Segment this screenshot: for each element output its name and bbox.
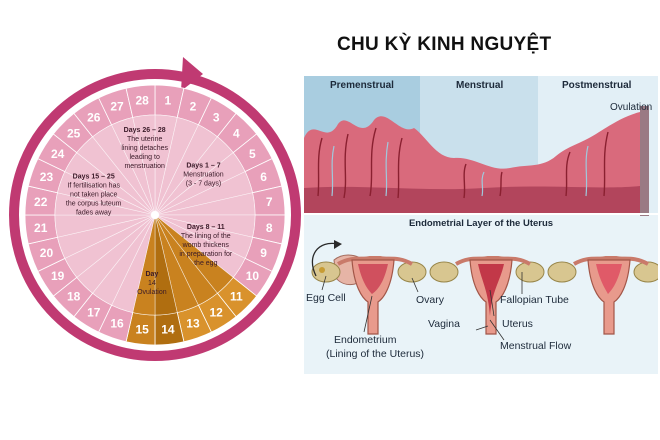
label-fallopian-tube: Fallopian Tube: [500, 294, 569, 306]
outer-ring: [9, 69, 301, 361]
label-endometrium: Endometrium: [334, 334, 397, 346]
header-premenstrual: Premenstrual: [330, 80, 394, 91]
phase-line: Menstruation: [183, 171, 224, 178]
day-number: 5: [249, 147, 256, 161]
day-number: 28: [135, 94, 149, 108]
phase-text-p4: Days 15 – 25 If fertilisation has not take…: [66, 174, 122, 217]
day-number: 16: [110, 317, 124, 331]
label-ovary: Ovary: [416, 294, 445, 306]
header-postmenstrual: Postmenstrual: [562, 80, 632, 91]
day-number: 22: [34, 195, 48, 209]
phase-line: leading to: [129, 154, 159, 161]
phase-line: lining detaches: [121, 145, 168, 152]
label-endometrium-sub: (Lining of the Uterus): [326, 348, 425, 360]
egg-path-arrow: [311, 242, 339, 277]
day-number: 10: [246, 269, 260, 283]
phase-line: in preparation for: [179, 251, 233, 258]
phase-line: The lining of the: [181, 233, 231, 240]
phase-line: menstruation: [124, 163, 165, 170]
day-number: 12: [210, 305, 224, 319]
header-menstrual: Menstrual: [456, 80, 504, 91]
phase-line: not taken place: [70, 192, 118, 199]
phase-line: the corpus luteum: [66, 201, 122, 208]
day-number: 8: [266, 221, 273, 235]
phase-line: Ovulation: [137, 289, 167, 296]
cycle-arrow: [181, 57, 203, 91]
phase-line: Days 1 – 7: [186, 162, 220, 169]
day-number: 15: [135, 322, 149, 336]
phase-text-p5: Days 26 – 28 The uterine lining detaches le…: [121, 127, 168, 170]
ovulation-marker: [640, 106, 649, 216]
day-number: 20: [40, 246, 54, 260]
uterus-diagram-3: [547, 256, 658, 335]
day-wedge: [132, 114, 156, 216]
day-number: 26: [87, 111, 101, 125]
wheel-geometry: [9, 57, 301, 361]
phase-text-p1: Days 1 – 7 Menstruation (3 - 7 days): [183, 162, 224, 187]
day-number: 11: [230, 289, 243, 303]
day-number: 24: [51, 147, 65, 161]
day-number: 13: [186, 317, 200, 331]
page-title: CHU KỲ KINH NGUYỆT: [337, 34, 552, 55]
ovulation-tag: Ovulation: [610, 102, 653, 113]
uterus-lining-panel: Premenstrual Menstrual Postmenstrual Ovu…: [304, 76, 658, 374]
center-dot: [151, 211, 159, 219]
day-number: 1: [165, 94, 172, 108]
day-number: 27: [110, 99, 124, 113]
lining-illustration: [304, 106, 658, 341]
glands: [331, 141, 589, 197]
day-number: 17: [87, 305, 101, 319]
day-number: 2: [190, 99, 197, 113]
label-egg-cell: Egg Cell: [306, 292, 346, 304]
label-uterus: Uterus: [502, 318, 533, 330]
phase-line: Day: [145, 271, 158, 278]
label-vagina: Vagina: [428, 318, 460, 330]
day-number: 14: [161, 322, 175, 336]
phase-text-p2: Days 8 – 11 The lining of the womb thicken…: [179, 224, 233, 267]
phase-line: (3 - 7 days): [186, 180, 221, 187]
label-menstrual-flow: Menstrual Flow: [500, 340, 572, 352]
day-number: 23: [40, 170, 54, 184]
phase-line: 14: [148, 280, 156, 287]
day-number: 9: [260, 246, 267, 260]
phase-line: womb thickens: [182, 242, 230, 249]
phase-line: fades away: [76, 210, 112, 217]
phase-line: If fertilisation has: [67, 183, 120, 190]
day-number: 3: [213, 111, 220, 125]
layer-label: Endometrial Layer of the Uterus: [408, 218, 554, 229]
phase-line: Days 26 – 28: [124, 127, 166, 134]
endometrium-base: [304, 186, 640, 214]
day-number: 7: [266, 195, 273, 209]
day-number: 21: [34, 221, 48, 235]
blood-vessels: [317, 127, 609, 199]
phase-descriptions: Days 1 – 7 Menstruation (3 - 7 days) Days 8…: [66, 127, 233, 296]
phase-line: Days 8 – 11: [187, 224, 225, 231]
phase-line: The uterine: [127, 136, 163, 143]
uterus-diagram-1: [311, 254, 427, 335]
day-number: 6: [260, 170, 267, 184]
phase-line: the egg: [194, 260, 217, 267]
phase-line: Days 15 – 25: [73, 174, 115, 181]
day-number: 19: [51, 269, 65, 283]
day-number: 25: [67, 127, 81, 141]
day-number: 18: [67, 289, 81, 303]
day-number: 4: [233, 127, 240, 141]
